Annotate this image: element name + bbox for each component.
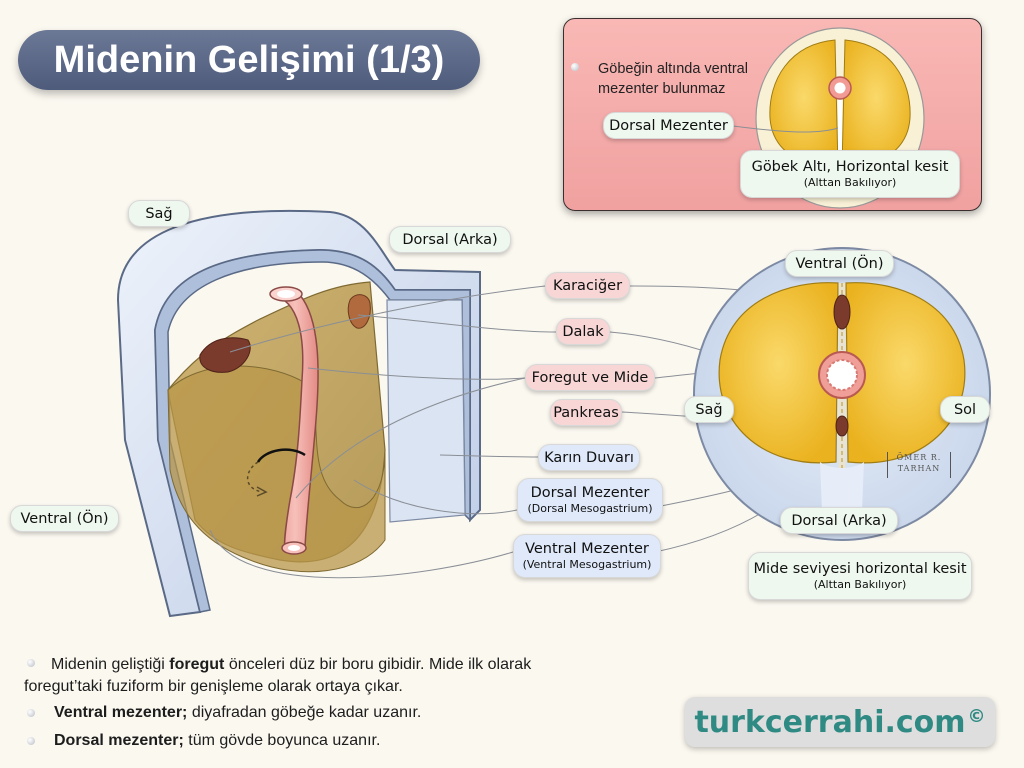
p2-text: diyafradan göbeğe kadar uzanır.: [187, 704, 422, 721]
right-caption-sub: (Alttan Bakılıyor): [813, 578, 907, 591]
label-left-ventral: Ventral (Ön): [10, 505, 119, 532]
signature-line-1: ÖMER R.: [896, 453, 942, 462]
paragraph-ventral-mezenter: Ventral mezenter; diyafradan göbeğe kada…: [54, 702, 421, 724]
panel-caption-sub: (Alttan Bakılıyor): [803, 176, 897, 189]
label-dorsal-mezenter-sub: (Dorsal Mesogastrium): [527, 502, 653, 515]
brand-watermark: turkcerrahi.com©: [685, 697, 995, 747]
p1-text-a: Midenin geliştiği: [51, 656, 170, 673]
label-right-dorsal: Dorsal (Arka): [780, 507, 898, 534]
connector-lines: [209, 285, 867, 579]
p1-bold: foregut: [169, 656, 225, 673]
p3-bold: Dorsal mezenter;: [54, 732, 184, 749]
label-foregut-ve-mide: Foregut ve Mide: [525, 364, 655, 391]
right-caption-main: Mide seviyesi horizontal kesit: [753, 561, 967, 577]
left-3d-diagram: [116, 209, 481, 618]
paragraph-foregut: Midenin geliştiği foregut önceleri düz b…: [24, 654, 564, 698]
label-left-sag: Sağ: [128, 200, 190, 227]
bullet-icon: [27, 659, 35, 667]
copyright-icon: ©: [967, 705, 986, 727]
panel-note: Göbeğin altında ventral mezenter bulunma…: [598, 61, 748, 97]
label-panel-dorsal-mezenter: Dorsal Mezenter: [603, 112, 734, 139]
label-left-dorsal: Dorsal (Arka): [389, 226, 511, 253]
author-signature: ÖMER R. TARHAN: [887, 452, 951, 478]
p3-text: tüm gövde boyunca uzanır.: [183, 732, 381, 749]
liver-bud: [199, 337, 251, 373]
label-ventral-mezenter-main: Ventral Mezenter: [525, 541, 649, 557]
label-right-ventral: Ventral (Ön): [785, 250, 894, 277]
label-dorsal-mezenter: Dorsal Mezenter (Dorsal Mesogastrium): [517, 478, 663, 522]
paragraph-dorsal-mezenter: Dorsal mezenter; tüm gövde boyunca uzanı…: [54, 730, 380, 752]
label-ventral-mezenter: Ventral Mezenter (Ventral Mesogastrium): [513, 534, 661, 578]
label-right-sag: Sağ: [684, 396, 734, 423]
p1-text-b: önceleri düz bir boru gibidir. Mide ilk …: [24, 656, 532, 695]
label-pankreas: Pankreas: [550, 399, 622, 426]
brand-text: turkcerrahi.com: [694, 704, 966, 740]
stomach-level-cross-section: [693, 247, 991, 541]
bullet-icon: [27, 737, 35, 745]
bullet-icon: [27, 709, 35, 717]
label-dalak: Dalak: [556, 318, 610, 345]
signature-line-2: TARHAN: [897, 464, 941, 473]
label-panel-caption: Göbek Altı, Horizontal kesit (Alttan Bak…: [740, 150, 960, 198]
label-dorsal-mezenter-main: Dorsal Mezenter: [530, 485, 650, 501]
page-title: Midenin Gelişimi (1/3): [18, 30, 480, 90]
label-karaciger: Karaciğer: [545, 272, 630, 299]
label-ventral-mezenter-sub: (Ventral Mesogastrium): [522, 558, 652, 571]
label-right-sol: Sol: [940, 396, 990, 423]
panel-caption-main: Göbek Altı, Horizontal kesit: [751, 159, 949, 175]
spleen-bud: [347, 294, 371, 329]
label-karin-duvari: Karın Duvarı: [538, 444, 640, 471]
bullet-icon: [571, 63, 579, 71]
p2-bold: Ventral mezenter;: [54, 704, 188, 721]
label-right-caption: Mide seviyesi horizontal kesit (Alttan B…: [748, 552, 972, 600]
